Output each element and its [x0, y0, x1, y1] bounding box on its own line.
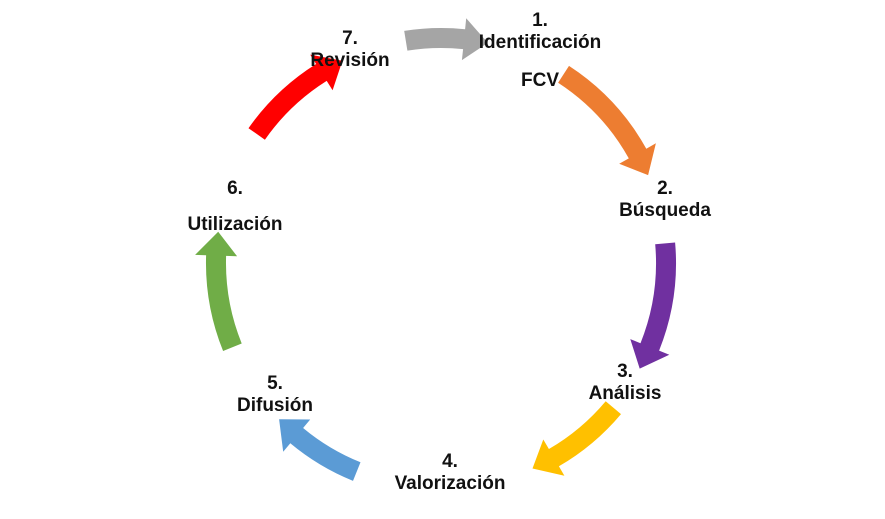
step-2-busqueda: 2. Búsqueda: [590, 178, 740, 222]
cycle-arrow-7: [404, 18, 488, 61]
cycle-arrow-5: [195, 231, 242, 351]
cycle-arrow-1: [558, 65, 656, 176]
step-5-difusion: 5. Difusión: [200, 373, 350, 417]
step-4-valorizacion: 4. Valorización: [370, 451, 530, 495]
step-1-label-fcv: FCV: [521, 70, 559, 91]
step-6-number: 6.: [227, 178, 243, 199]
step-6-label: Utilización: [187, 214, 283, 235]
cycle-arrow-3: [532, 401, 621, 476]
step-3-analisis: 3. Análisis: [550, 361, 700, 405]
cycle-arrow-2: [630, 242, 677, 369]
step-7-number: 7.: [342, 28, 358, 49]
step-3-number: 3.: [617, 361, 633, 382]
step-1-identificacion: 1. Identificación FCV: [460, 10, 620, 92]
step-7-revision: 7. Revisión: [280, 28, 420, 72]
step-5-number: 5.: [267, 373, 283, 394]
step-7-label: Revisión: [310, 50, 390, 71]
step-2-label: Búsqueda: [619, 200, 711, 221]
step-1-number: 1.: [532, 10, 548, 31]
step-4-label: Valorización: [394, 473, 506, 494]
step-2-number: 2.: [657, 178, 673, 199]
step-6-utilizacion: 6. Utilización: [160, 178, 310, 236]
cycle-arrow-4: [279, 419, 361, 481]
step-3-label: Análisis: [588, 383, 662, 404]
step-4-number: 4.: [442, 451, 458, 472]
step-1-label: Identificación: [478, 32, 602, 53]
cycle-arrow-6: [248, 54, 343, 140]
step-5-label: Difusión: [237, 395, 313, 416]
